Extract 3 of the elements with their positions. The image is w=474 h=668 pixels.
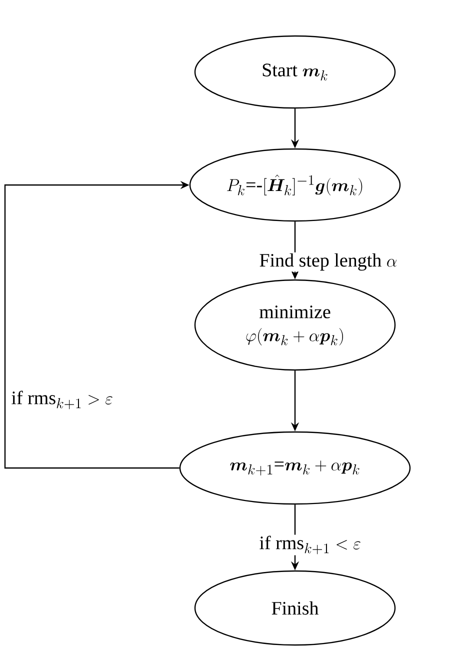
edge-label: $\text{if rms}_{k+1}>\varepsilon$ xyxy=(10,390,114,410)
edge-label: $\text{Find step length }\alpha$ xyxy=(258,252,398,272)
edge-label: $\text{if rms}_{k+1}<\varepsilon$ xyxy=(258,534,362,556)
